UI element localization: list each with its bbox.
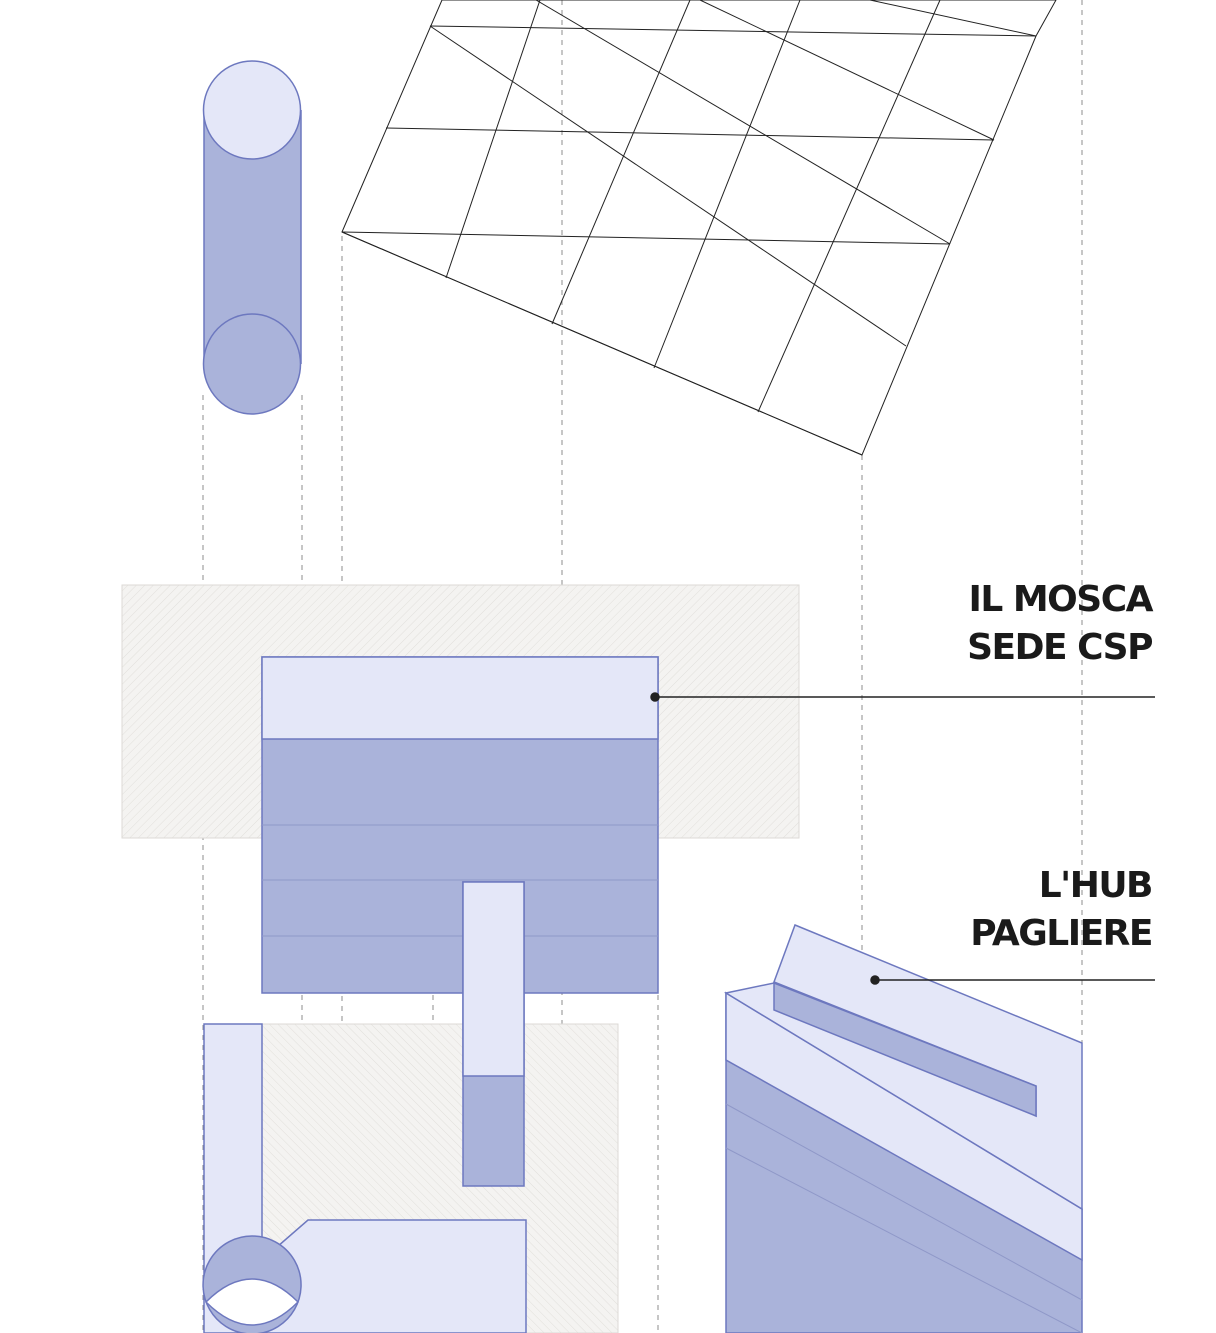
mosca-building-volume: [261, 656, 659, 994]
leader-dot-hub: [870, 975, 880, 985]
grid-plane: [341, 0, 1057, 456]
label-hub-pagliere: L'HUB PAGLIERE: [970, 862, 1154, 958]
label-line: PAGLIERE: [970, 913, 1153, 954]
label-line: IL MOSCA: [968, 579, 1153, 620]
label-il-mosca: IL MOSCA SEDE CSP: [967, 576, 1153, 672]
leader-lines: [650, 692, 1155, 985]
cylinder-volume: [202, 60, 302, 415]
label-line: SEDE CSP: [967, 627, 1153, 668]
lower-left-volumes: [202, 881, 527, 1333]
leader-dot-mosca: [650, 692, 660, 702]
hub-building-volume: [723, 924, 1083, 1333]
label-line: L'HUB: [1038, 865, 1154, 906]
